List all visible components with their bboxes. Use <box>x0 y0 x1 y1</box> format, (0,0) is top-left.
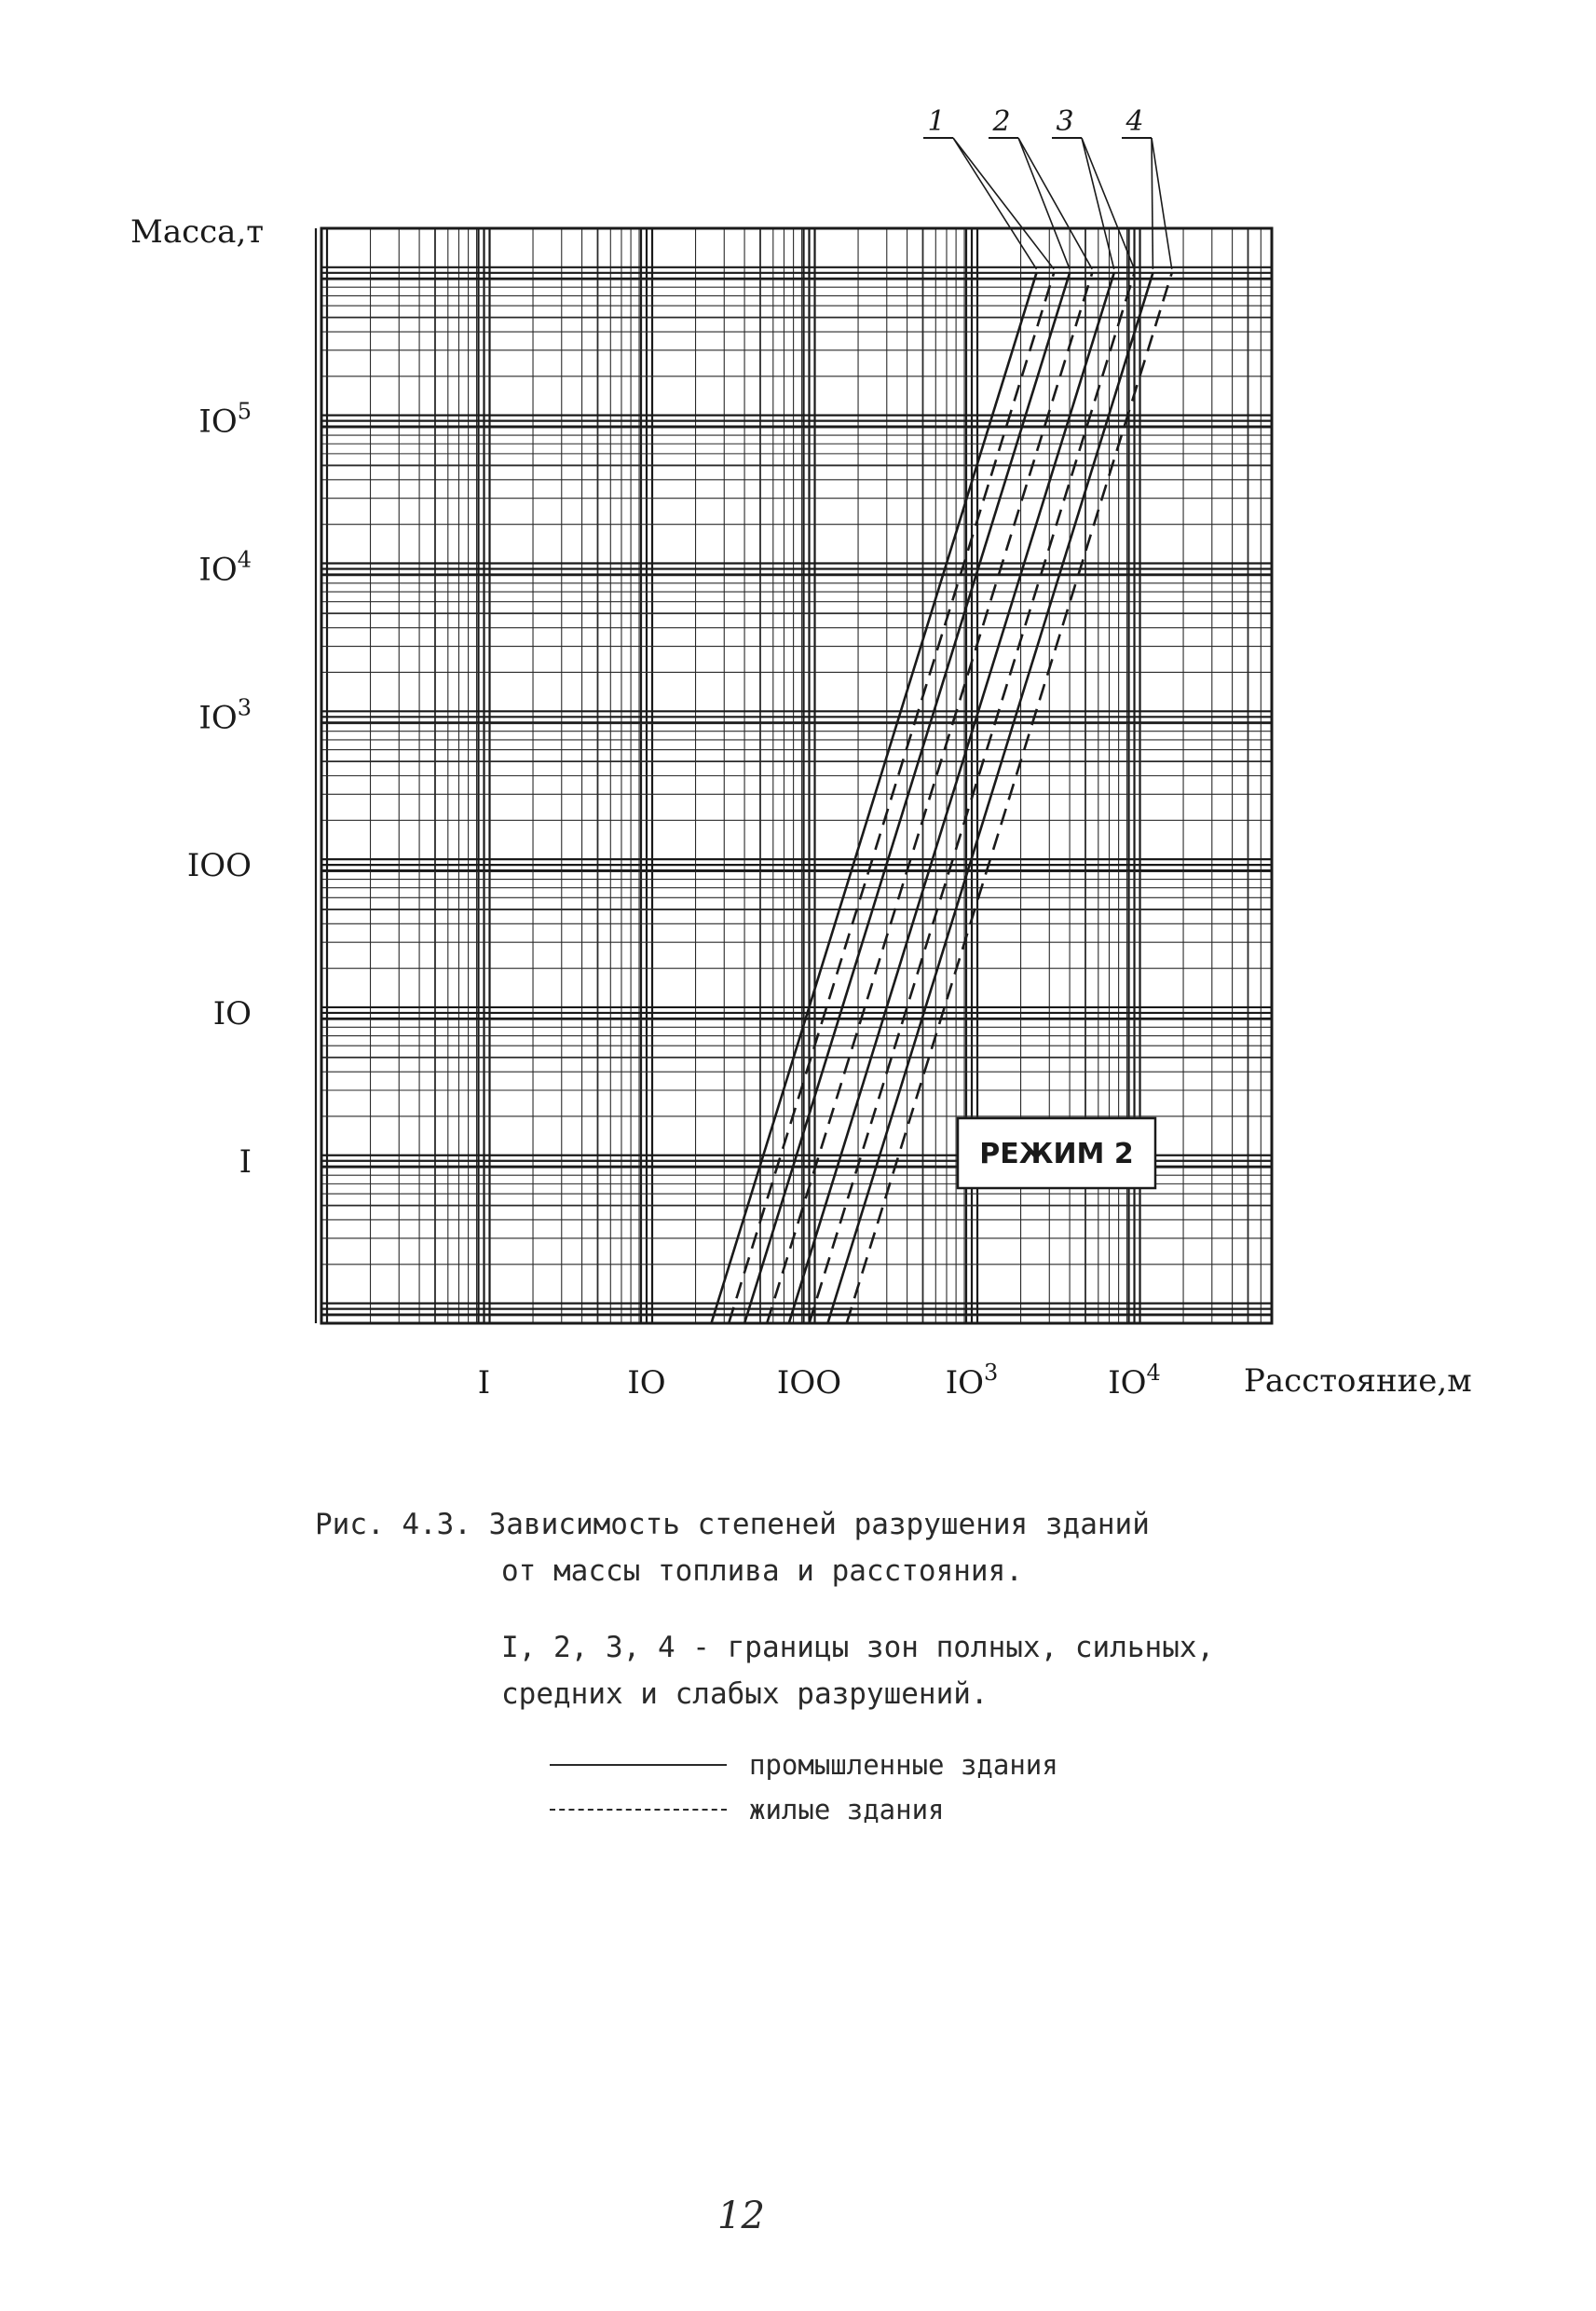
x-tick-label: IO4 <box>1108 1360 1161 1402</box>
curve-leader-2 <box>1017 137 1071 270</box>
legend-dashed-swatch <box>550 1809 727 1811</box>
curve-leader-1 <box>952 137 1038 270</box>
x-axis-label: Расстояние,м <box>1244 1362 1472 1400</box>
curve-leader-3 <box>1081 137 1115 270</box>
series-line-3-solid <box>787 272 1115 1324</box>
series-lines <box>710 272 1173 1324</box>
figure-caption-line-3: I, 2, 3, 4 - границы зон полных, сильных… <box>501 1631 1215 1664</box>
y-tick-label: IOO <box>187 847 252 884</box>
y-tick-labels: I IO IOO IO3 IO4 IO5 <box>187 399 252 1181</box>
figure-caption-line-1: Рис. 4.3. Зависимость степеней разрушени… <box>315 1508 1150 1541</box>
curve-leader-3 <box>1081 137 1136 270</box>
y-tick-label: IO <box>213 995 252 1032</box>
figure-caption-line-4: средних и слабых разрушений. <box>501 1677 989 1711</box>
series-line-1-dashed <box>727 272 1056 1324</box>
curve-leader-4 <box>1151 137 1154 269</box>
series-line-2-solid <box>743 272 1071 1324</box>
figure-caption-line-2: от массы топлива и расстояния. <box>501 1554 1023 1588</box>
legend-solid-swatch <box>550 1764 727 1766</box>
series-line-4-dashed <box>845 272 1173 1324</box>
legend-dashed-label: жилые здания <box>749 1794 945 1826</box>
curve-callouts: 1 2 3 4 <box>923 105 1173 270</box>
x-tick-label: I <box>478 1364 490 1402</box>
x-tick-labels: I IO IOO IO3 IO4 <box>478 1360 1161 1402</box>
curve-label-2: 2 <box>991 105 1010 138</box>
y-tick-label: IO5 <box>198 399 252 441</box>
curve-leader-1 <box>952 137 1055 270</box>
plot-frame <box>320 226 1274 1325</box>
mode-label: РЕЖИМ 2 <box>979 1138 1133 1170</box>
y-tick-label: IO3 <box>198 694 252 736</box>
legend-solid: промышленные здания <box>550 1749 1058 1781</box>
grid <box>314 227 1273 1324</box>
y-axis-label: Масса,т <box>130 213 264 251</box>
y-tick-label: I <box>239 1143 252 1181</box>
series-line-4-solid <box>826 272 1154 1324</box>
series-line-3-dashed <box>808 272 1136 1324</box>
x-tick-label: IO <box>627 1364 665 1402</box>
curve-leader-4 <box>1151 137 1173 269</box>
legend-solid-label: промышленные здания <box>749 1749 1058 1781</box>
curve-label-3: 3 <box>1056 105 1073 138</box>
x-tick-label: IO3 <box>946 1360 999 1402</box>
curve-label-4: 4 <box>1125 105 1143 138</box>
x-tick-label: IOO <box>777 1364 841 1402</box>
mode-box <box>956 1116 1157 1190</box>
legend-dashed: жилые здания <box>550 1794 945 1826</box>
series-line-2-dashed <box>765 272 1094 1324</box>
series-line-1-solid <box>710 272 1038 1324</box>
y-tick-label: IO4 <box>198 546 252 588</box>
mode-annotation: РЕЖИМ 2 <box>956 1116 1157 1190</box>
page-number: 12 <box>717 2195 765 2237</box>
curve-leader-2 <box>1017 137 1093 270</box>
curve-label-1: 1 <box>927 105 945 138</box>
